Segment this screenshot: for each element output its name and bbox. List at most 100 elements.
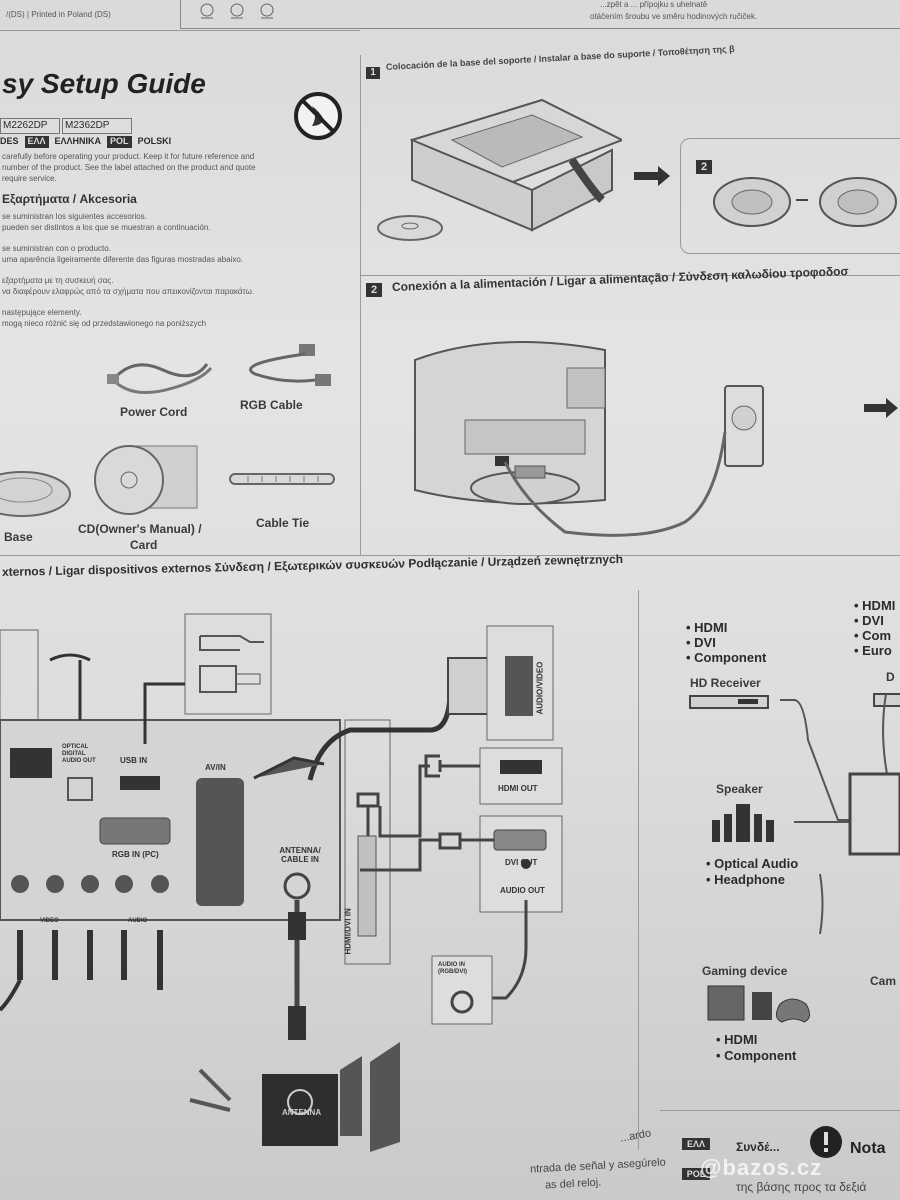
section-divider [0, 555, 900, 556]
acc-line-1: se suministran los siguientes accesorios… [2, 212, 147, 221]
port-usb-in: USB IN [120, 756, 148, 765]
right-list-dvi: • DVI [854, 613, 884, 628]
acc-line-5: εξαρτήματα με τη συσκευή σας. [2, 276, 114, 285]
intro-line-1: carefully before operating your product.… [2, 152, 255, 161]
arrow-right-icon-2 [864, 398, 898, 418]
column-divider [360, 55, 361, 555]
step1-title: Colocación de la base del soporte / Inst… [385, 43, 735, 72]
divider [0, 30, 360, 31]
step2-inset-box [680, 138, 900, 254]
label-speaker: Speaker [716, 782, 763, 796]
acc-line-6: να διαφέρουν ελαφρώς από τα σχήματα που … [2, 287, 255, 296]
lang-des: DES [0, 136, 19, 146]
step2-title: Conexión a la alimentación / Ligar a ali… [391, 264, 849, 294]
acc-line-3: se suministran con o producto. [2, 244, 111, 253]
rotate-note-1: ...zpět a ... přípojku s uhelnatě [600, 0, 708, 9]
label-cd-2: Card [130, 538, 158, 552]
port-hdmi-dvi-in: HDMI/DVI IN [343, 908, 353, 955]
acc-line-2: pueden ser distintos a los que se muestr… [2, 223, 211, 232]
intro-line-3: require service. [2, 174, 57, 183]
footer-ell-text-2: της βάσης προς τα δεξιά [736, 1180, 867, 1194]
no-water-icon [294, 92, 342, 140]
rotation-icons [200, 3, 274, 19]
connection-diagram [0, 613, 563, 1152]
devices-divider [638, 590, 639, 1150]
hd-list-hdmi: • HDMI [686, 620, 728, 635]
accessories-heading: Εξαρτήματα / Akcesoria [2, 192, 137, 206]
port-audio: AUDIO [128, 918, 148, 924]
inset-step-number: 2 [696, 160, 712, 174]
speaker-headphone: • Headphone [706, 872, 785, 887]
port-audio-video: AUDIO/VIDEO [535, 661, 545, 715]
monitor-power-illustration [414, 341, 764, 537]
port-antenna-in: ANTENNA/ CABLE IN [279, 846, 321, 864]
intro-line-2: number of the product. See the label att… [2, 163, 256, 172]
acc-line-8: mogą nieco różnić się od przedstawionego… [2, 319, 207, 328]
port-av-in: AV/IN [205, 763, 226, 772]
footer-ell-tag: ΕΛΛ [682, 1138, 710, 1150]
speaker-optical: • Optical Audio [706, 856, 799, 871]
model-2: M2362DP [62, 118, 132, 134]
label-dvd-partial: D [886, 670, 895, 684]
stand-rotation-illustration [713, 177, 897, 227]
port-device-audio-out: AUDIO OUT [500, 886, 545, 895]
port-video: VIDEO [40, 918, 59, 924]
box-monitor-illustration [377, 98, 622, 241]
info-icon [810, 1126, 842, 1158]
power-cord-illustration [107, 363, 213, 394]
lang-pol: POLSKI [137, 136, 172, 146]
step2-number: 2 [366, 283, 382, 297]
printed-note: /(DS) | Printed in Poland (DS) [6, 10, 111, 19]
label-hd-receiver: HD Receiver [690, 676, 761, 690]
rgb-cable-illustration [249, 344, 331, 386]
model-1: M2262DP [0, 118, 60, 134]
port-audio-out: AUDIO OUT [10, 752, 50, 759]
label-cd-1: CD(Owner's Manual) / [78, 522, 202, 536]
label-cable-tie: Cable Tie [256, 516, 310, 530]
top-box [180, 0, 900, 29]
port-rgb-in: RGB IN (PC) [112, 850, 159, 859]
cd-illustration [94, 445, 198, 515]
guide-title: sy Setup Guide [2, 68, 206, 99]
gaming-component: • Component [716, 1048, 797, 1063]
port-dvi-out: DVI OUT [505, 858, 538, 867]
step1-number: 1 [366, 67, 380, 79]
port-audio-in-rgb-dvi: AUDIO IN (RGB/DVI) [438, 962, 467, 975]
dvd-icon [873, 693, 900, 707]
rotate-note-2: otáčením šroubu ve směru hodinových ruči… [590, 12, 758, 21]
gaming-hdmi: • HDMI [716, 1032, 758, 1047]
label-power-cord: Power Cord [120, 405, 188, 419]
port-hdmi-out: HDMI OUT [498, 784, 538, 793]
watermark: @bazos.cz [700, 1155, 823, 1180]
device-connection-lines [780, 694, 900, 934]
nota-label: Nota [850, 1140, 886, 1157]
base-illustration [0, 471, 71, 517]
right-list-euro: • Euro [854, 643, 892, 658]
label-camera-partial: Cam [870, 974, 897, 988]
language-strip: DES ΕΛΛ ΕΛΛΗΝΙΚΑ POL POLSKI [0, 136, 350, 148]
label-antenna: ANTENNA [282, 1108, 322, 1117]
lang-pol-tag: POL [107, 136, 132, 148]
footer-ell-text: Συνδέ... [736, 1140, 780, 1154]
label-gaming: Gaming device [702, 964, 788, 978]
right-list-com: • Com [854, 628, 892, 643]
step-divider [360, 275, 900, 276]
hd-list-dvi: • DVI [686, 635, 716, 650]
hd-list-component: • Component [686, 650, 767, 665]
footer-divider [660, 1110, 900, 1111]
label-rgb-cable: RGB Cable [240, 398, 303, 412]
speaker-icon [712, 804, 774, 842]
lang-ell: ΕΛΛΗΝΙΚΑ [54, 136, 102, 146]
acc-line-7: następujące elementy. [2, 308, 82, 317]
footer-pol-tag: POL [682, 1168, 710, 1180]
arrow-right-icon [634, 166, 670, 186]
lang-ell-tag: ΕΛΛ [24, 136, 49, 148]
label-base: Base [4, 530, 33, 544]
hd-receiver-icon [689, 695, 769, 709]
port-optical: OPTICAL DIGITAL AUDIO OUT [62, 744, 96, 764]
external-section-title: xternos / Ligar dispositivos externos Σύ… [1, 551, 624, 579]
cable-tie-illustration [229, 473, 335, 485]
acc-line-4: uma aparência ligeiramente diferente das… [2, 255, 244, 264]
gaming-device-icon [707, 985, 810, 1023]
